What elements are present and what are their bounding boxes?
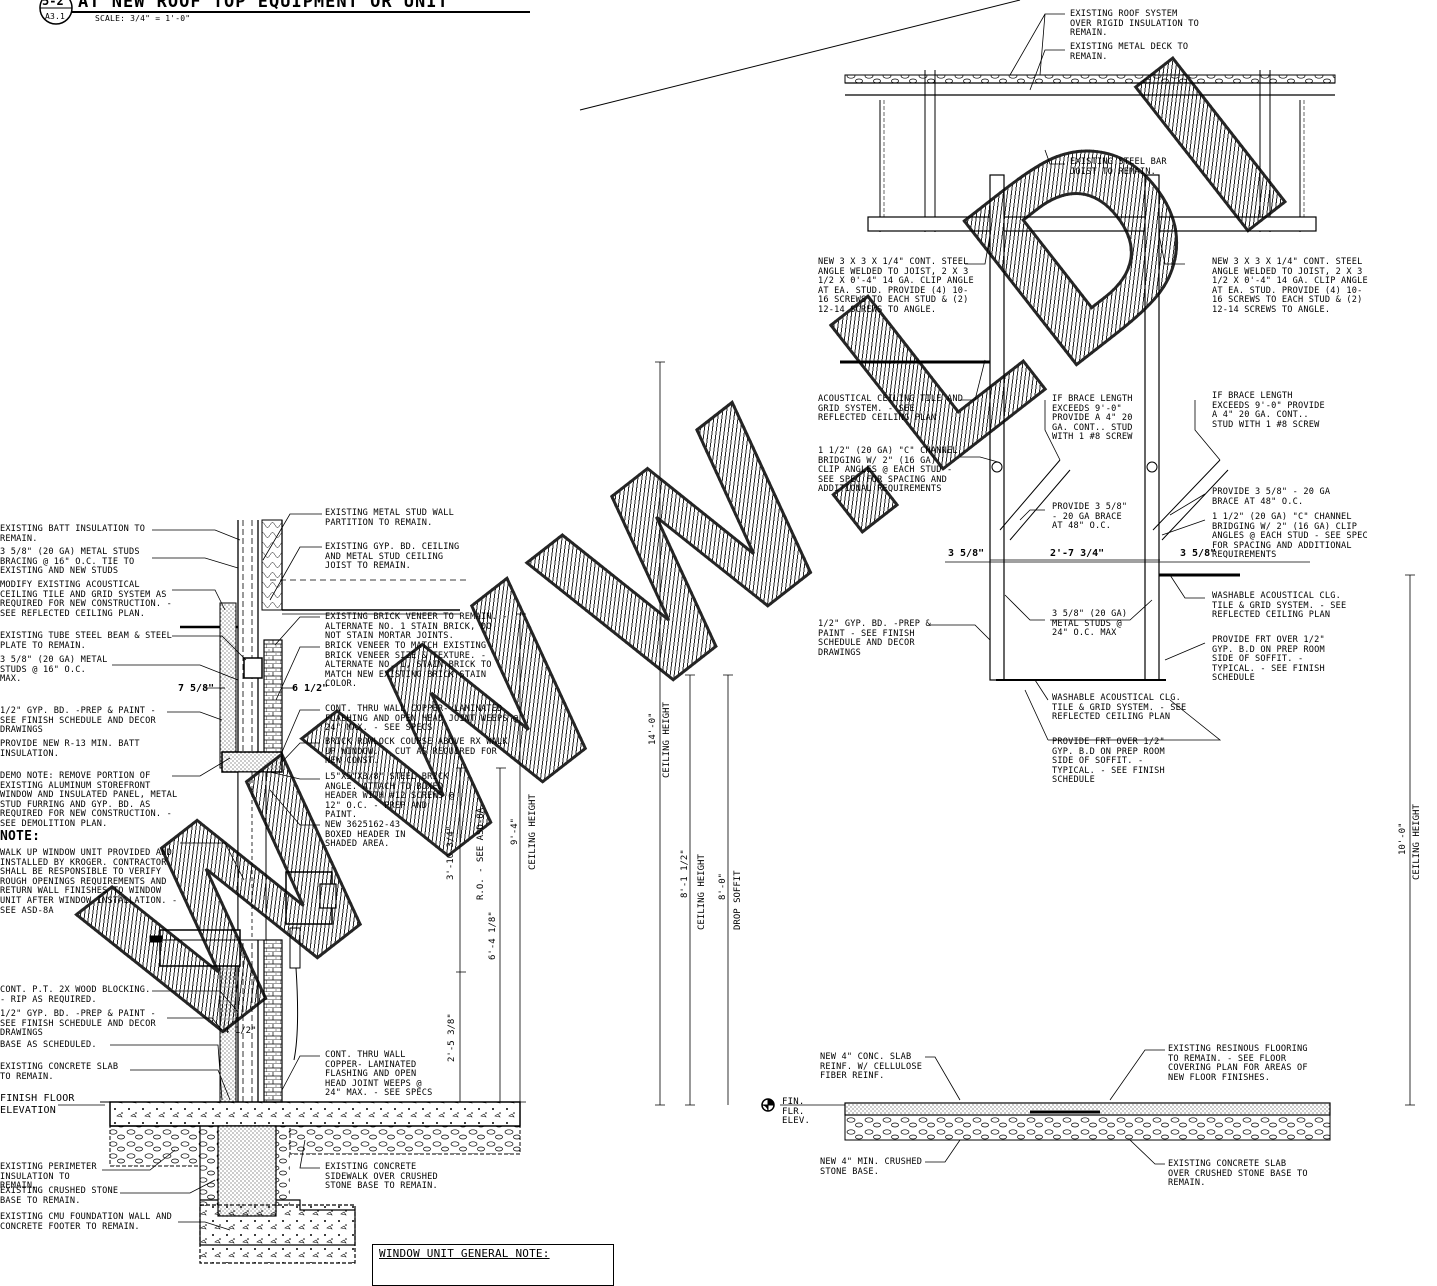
note-existing-slab-right: EXISTING CONCRETE SLAB OVER CRUSHED STON…: [1168, 1159, 1308, 1189]
note-rowlock: BRICK ROWLOCK COURSE ABOVE Rx WALK UP WI…: [325, 737, 508, 767]
general-note-box: WINDOW UNIT GENERAL NOTE:: [372, 1244, 614, 1286]
note-label: NOTE:: [0, 829, 41, 844]
note-c-channel-left: 1 1/2" (20 GA) "C" CHANNEL BRIDGING W/ 2…: [818, 446, 958, 495]
dim-7-5-8: 7 5/8": [178, 683, 215, 694]
detail-sheet: A3.1: [45, 12, 66, 21]
dim-6-1-2: 6 1/2": [292, 683, 329, 694]
note-tube-steel: EXISTING TUBE STEEL BEAM & STEEL PLATE T…: [0, 631, 172, 651]
dim-w3: 3 5/8": [1180, 548, 1217, 559]
note-brace-length-right: IF BRACE LENGTH EXCEEDS 9'-0" PROVIDE A …: [1212, 391, 1325, 430]
dim-4-1-2: 4 1/2": [224, 1026, 257, 1036]
note-batt-insulation: EXISTING BATT INSULATION TO REMAIN.: [0, 524, 146, 544]
dim-ceiling-height-4: CEILING HEIGHT: [1412, 804, 1422, 880]
note-base: BASE AS SCHEDULED.: [0, 1040, 97, 1050]
note-steel-angle-left: NEW 3 x 3 x 1/4" CONT. STEEL ANGLE WELDE…: [818, 257, 974, 315]
dim-drop-soffit: DROP SOFFIT: [733, 870, 743, 930]
note-finish-floor: FINISH FLOOR ELEVATION: [0, 1093, 75, 1116]
note-brick-veneer-existing: EXISTING BRICK VENEER TO REMAIN. -ALTERN…: [325, 612, 508, 642]
note-sidewalk: EXISTING CONCRETE SIDEWALK OVER CRUSHED …: [325, 1162, 438, 1192]
note-fin-flr-elev: FIN. FLR. ELEV.: [782, 1097, 811, 1127]
note-gyp-bd-1: 1/2" GYP. BD. -PREP & PAINT - SEE FINISH…: [0, 706, 156, 736]
dim-14-0: 14'-0": [648, 712, 658, 745]
watermark-edge: [579, 0, 1021, 111]
note-stud-wall-partition: EXISTING METAL STUD WALL PARTITION TO RE…: [325, 508, 454, 528]
dim-10-0: 10'-0": [1398, 822, 1408, 855]
note-cmu-foundation: EXISTING CMU FOUNDATION WALL AND CONCRET…: [0, 1212, 172, 1232]
note-brick-angle: L5"x5"x3/8" STEEL BRICK ANGLE. ATTACH TO…: [325, 772, 454, 821]
note-brace-48-right: PROVIDE 3 5/8" - 20 GA BRACE AT 48" O.C.: [1212, 487, 1331, 507]
wall-section-leaders: [58, 513, 526, 1231]
note-frt-bottom: PROVIDE FRT OVER 1/2" GYP. B.D ON PREP R…: [1052, 737, 1165, 786]
note-crushed-stone: EXISTING CRUSHED STONE BASE TO REMAIN.: [0, 1186, 119, 1206]
dim-w2: 2'-7 3/4": [1050, 548, 1105, 559]
dim-ceiling-height-1: CEILING HEIGHT: [528, 794, 538, 870]
soffit-section-linework: [761, 70, 1336, 1141]
note-r13-batt: PROVIDE NEW R-13 MIN. BATT INSULATION.: [0, 739, 140, 759]
note-metal-studs: 3 5/8" (20 GA) METAL STUDS @ 16" O.C. MA…: [0, 655, 108, 685]
note-frt-right: PROVIDE FRT OVER 1/2" GYP. B.D ON PREP R…: [1212, 635, 1325, 684]
dim-ceiling-height-3: CEILING HEIGHT: [697, 854, 707, 930]
note-washable-tile-right: WASHABLE ACOUSTICAL CLG. TILE & GRID SYS…: [1212, 591, 1347, 621]
dim-w1: 3 5/8": [948, 548, 985, 559]
dim-2-5-3-8: 2'-5 3/8": [447, 1013, 457, 1062]
note-c-channel-right: 1 1/2" (20 GA) "C" CHANNEL BRIDGING W/ 2…: [1212, 512, 1368, 561]
dim-6-4-1-8: 6'-4 1/8": [488, 911, 498, 960]
note-steel-angle-right: NEW 3 x 3 x 1/4" CONT. STEEL ANGLE WELDE…: [1212, 257, 1368, 315]
general-note-title: WINDOW UNIT GENERAL NOTE:: [379, 1247, 550, 1260]
note-roof-system: EXISTING ROOF SYSTEM OVER RIGID INSULATI…: [1070, 9, 1199, 39]
note-resinous-flooring: EXISTING RESINOUS FLOORING TO REMAIN. - …: [1168, 1044, 1308, 1083]
detail-header: [39, 0, 530, 25]
dim-9-4: 9'-4": [510, 817, 520, 845]
note-brace-length-left: IF BRACE LENGTH EXCEEDS 9'-0" PROVIDE A …: [1052, 394, 1133, 443]
dim-ro-note: R.O. - SEE ASD-8A: [476, 807, 486, 900]
detail-number: 5-2: [42, 0, 64, 8]
note-flashing-1: CONT. THRU WALL COPPER- LAMINATED FLASHI…: [325, 704, 519, 734]
note-studs-24: 3 5/8" (20 GA) METAL STUDS @ 24" O.C. MA…: [1052, 609, 1128, 639]
note-modify-ceiling: MODIFY EXISTING ACOUSTICAL CEILING TILE …: [0, 580, 172, 619]
note-gyp-bd-soffit: 1/2" GYP. BD. -PREP & PAINT - SEE FINISH…: [818, 619, 931, 658]
note-acoustical-ceiling: ACOUSTICAL CEILING TILE AND GRID SYSTEM.…: [818, 394, 964, 424]
note-gyp-bd-2: 1/2" GYP. BD. -PREP & PAINT - SEE FINISH…: [0, 1009, 156, 1039]
dim-8-0: 8'-0": [718, 872, 728, 900]
note-gyp-ceiling: EXISTING GYP. BD. CEILING AND METAL STUD…: [325, 542, 460, 572]
wall-section-linework: [100, 519, 521, 1264]
note-existing-slab: EXISTING CONCRETE SLAB TO REMAIN.: [0, 1062, 119, 1082]
note-demo: DEMO NOTE: REMOVE PORTION OF EXISTING AL…: [0, 771, 178, 829]
note-brace-48-left: PROVIDE 3 5/8" - 20 GA BRACE AT 48" O.C.: [1052, 502, 1128, 532]
note-bar-joist: EXISTING STEEL BAR JOIST TO REMAIN.: [1070, 157, 1167, 177]
dim-ceiling-height-2: CEILING HEIGHT: [662, 702, 672, 778]
soffit-section-leaders: [655, 13, 1415, 1165]
note-boxed-header: NEW 3625162-43 BOXED HEADER IN SHADED AR…: [325, 820, 406, 850]
dim-8-1-1-2: 8'-1 1/2": [680, 849, 690, 898]
note-brick-veneer-match: BRICK VENEER TO MATCH EXISTING BRICK VEN…: [325, 641, 492, 690]
note-washable-tile-bottom: WASHABLE ACOUSTICAL CLG. TILE & GRID SYS…: [1052, 693, 1187, 723]
detail-title: AT NEW ROOF TOP EQUIPMENT OR UNIT: [78, 0, 449, 12]
note-stud-bracing: 3 5/8" (20 GA) METAL STUDS BRACING @ 16"…: [0, 547, 140, 577]
dim-3-10-3-4: 3'-10 3/4": [446, 825, 456, 880]
detail-scale: SCALE: 3/4" = 1'-0": [95, 14, 191, 23]
note-crushed-stone-base: NEW 4" MIN. CRUSHED STONE BASE.: [820, 1157, 923, 1177]
note-walk-up-window: WALK UP WINDOW UNIT PROVIDED AND INSTALL…: [0, 848, 178, 916]
note-metal-deck: EXISTING METAL DECK TO REMAIN.: [1070, 42, 1189, 62]
note-flashing-2: CONT. THRU WALL COPPER- LAMINATED FLASHI…: [325, 1050, 433, 1099]
note-wood-blocking: CONT. P.T. 2x WOOD BLOCKING. - RIP AS RE…: [0, 985, 151, 1005]
note-perimeter-insulation: EXISTING PERIMETER INSULATION TO REMAIN.: [0, 1162, 97, 1192]
note-new-slab: NEW 4" CONC. SLAB REINF. W/ CELLULOSE FI…: [820, 1052, 923, 1082]
